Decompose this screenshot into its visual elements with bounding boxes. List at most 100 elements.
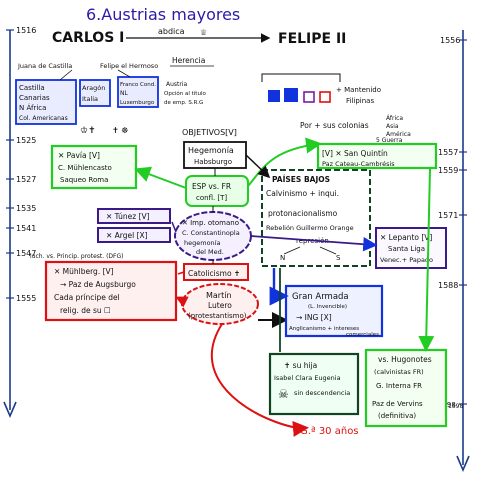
armada-line-4: Anglicanismo + intereses (289, 326, 359, 332)
austria-line-1: Austria (166, 81, 188, 88)
muhlberg-header: luch. vs. Princip. protest. (DFG) (30, 253, 123, 260)
crown-icon: ♕ (200, 28, 207, 37)
hugonotes-line-5: (definitiva) (378, 412, 416, 420)
catolicismo-label: Catolicismo ✝ (188, 269, 240, 278)
year-1527: 1527 (16, 175, 36, 184)
castilla-label: Juana de Castilla (17, 62, 72, 70)
lutero-line-3: (protestantismo) (188, 312, 247, 320)
conflict-line-1: ESP vs. FR (192, 182, 231, 191)
san-quintin-line-1: [V] ✕ San Quintín (322, 149, 388, 158)
arrow-catolicismo-muhlberg (177, 271, 185, 275)
arrow-imperio-lepanto (250, 235, 378, 252)
aragon-box (79, 79, 111, 107)
ruler-felipe: FELIPE II (278, 31, 346, 47)
year-1555: 1555 (16, 294, 36, 303)
castilla-line-3: N África (19, 103, 46, 112)
hija-line-2: Isabel Clara Eugenia (274, 374, 341, 382)
left-ticks (6, 29, 14, 299)
arrow-lutero-muhlberg (175, 296, 189, 308)
hegemonia-line-2: Habsburgo (194, 158, 232, 166)
page-title: 6.Austrias mayores (86, 5, 240, 24)
imperio-line-1: ✕ Imp. otomano (182, 219, 239, 227)
arrow-imperio-tunez (171, 221, 177, 233)
felipe-square-red (319, 91, 331, 103)
lepanto-line-3: Venec.+ Papado (380, 256, 433, 264)
muhlberg-line-1: ✕ Mühlberg. [V] (54, 267, 114, 276)
year-1535: 1535 (16, 204, 36, 213)
imperio-line-2: C. Constantinopla (182, 229, 240, 237)
san-quintin-line-2: Paz Cateau-Cambrésis (322, 160, 395, 168)
muhlberg-line-3: Cada príncipe del (54, 293, 120, 302)
hugonotes-box (364, 348, 448, 428)
right-timeline-arrow (456, 455, 470, 473)
castilla-line-2: Canarias (19, 94, 50, 102)
abdica-label: abdica (158, 27, 185, 36)
felipe-square-blue-1 (268, 90, 280, 102)
aragon-line-2: Italia (82, 95, 98, 103)
hija-line-3: sin descendencia (294, 389, 350, 397)
paises-bajos-line-1: Calvinismo + inqui. (266, 189, 339, 198)
armada-line-1: Gran Armada (292, 292, 349, 302)
lepanto-box (375, 227, 447, 269)
right-ticks (459, 39, 467, 405)
armada-line-2: (L. Invencible) (308, 304, 347, 310)
pavia-line-3: Saqueo Roma (60, 176, 108, 184)
muhlberg-line-4: relig. de su ☐ (60, 306, 111, 315)
guerra-30-anos: G.ª 30 años (300, 426, 359, 437)
lutero-line-1: Martín (206, 291, 232, 300)
conflict-box (185, 175, 249, 207)
year-1559: 1559 (438, 166, 458, 175)
aragon-line-1: Aragón (82, 84, 105, 92)
san-quintin-guerra: 5 Guerra (376, 137, 403, 144)
year-1525: 1525 (16, 136, 36, 145)
muhlberg-box (44, 260, 178, 322)
hugonotes-line-4: Paz de Vervins (372, 400, 423, 408)
lepanto-line-1: ✕ Lepanto [V] (380, 233, 432, 242)
felipe-header-line-1: + Mantenido (336, 86, 381, 94)
hija-box (268, 352, 360, 416)
borgona-line-1: Franco Cond. (120, 82, 156, 88)
borgona-line-2: NL (120, 90, 128, 97)
muhlberg-line-2: → Paz de Augsburgo (60, 280, 136, 289)
hugonotes-line-3: G. Interna FR (376, 382, 422, 390)
san-quintin-box (316, 142, 438, 170)
paises-bajos-box (261, 169, 371, 267)
year-1571: 1571 (438, 211, 458, 220)
pavia-line-2: C. Mühlencasto (58, 164, 112, 172)
paises-bajos-line-2: protonacionalismo (268, 209, 338, 218)
paises-bajos-foot-n: N (280, 254, 285, 262)
year-1588: 1588 (438, 281, 458, 290)
argel-label: ✕ Argel [X] (106, 231, 148, 240)
felipe-bracket (261, 73, 341, 82)
skull-icon: ☠ (278, 387, 289, 401)
pavia-line-1: ✕ Pavía [V] (58, 151, 100, 160)
castilla-box (15, 79, 77, 125)
paises-bajos-title: PAÍSES BAJOS (272, 175, 330, 184)
felipe-square-purple (303, 91, 315, 103)
imperio-line-3: hegemonía (184, 239, 220, 247)
year-1541: 1541 (16, 224, 36, 233)
arrow-conflict-sanquintin (247, 137, 322, 187)
felipe-america: América (386, 131, 411, 138)
tunez-label: ✕ Túnez [V] (106, 212, 150, 221)
austria-line-2: Opción al título (164, 90, 206, 97)
year-1547: 1547 (16, 249, 36, 258)
arrow-conflict-pavia (134, 166, 187, 189)
felipe-hermoso-label: Felipe el Hermoso (100, 62, 158, 70)
argel-box (97, 227, 171, 243)
tunez-box (97, 208, 171, 224)
arrow-pb-armada (269, 268, 289, 306)
felipe-africa: África (386, 115, 403, 122)
castilla-line-4: Col. Americanas (19, 115, 68, 122)
paises-bajos-foot-s: S (336, 254, 341, 262)
felipe-header-mid: Por + sus colonias (300, 121, 369, 130)
castilla-line-1: Castilla (19, 84, 45, 92)
herencia-label: Herencia (172, 56, 205, 65)
hija-line-1: ✝ su hija (284, 361, 317, 370)
borgona-box (117, 76, 159, 108)
lepanto-line-2: Santa Liga (388, 245, 425, 253)
arrow-sanquintin-hugonotes (418, 167, 435, 352)
borgona-line-3: Luxemburgo (120, 100, 155, 106)
ruler-carlos: CARLOS I (52, 30, 124, 46)
